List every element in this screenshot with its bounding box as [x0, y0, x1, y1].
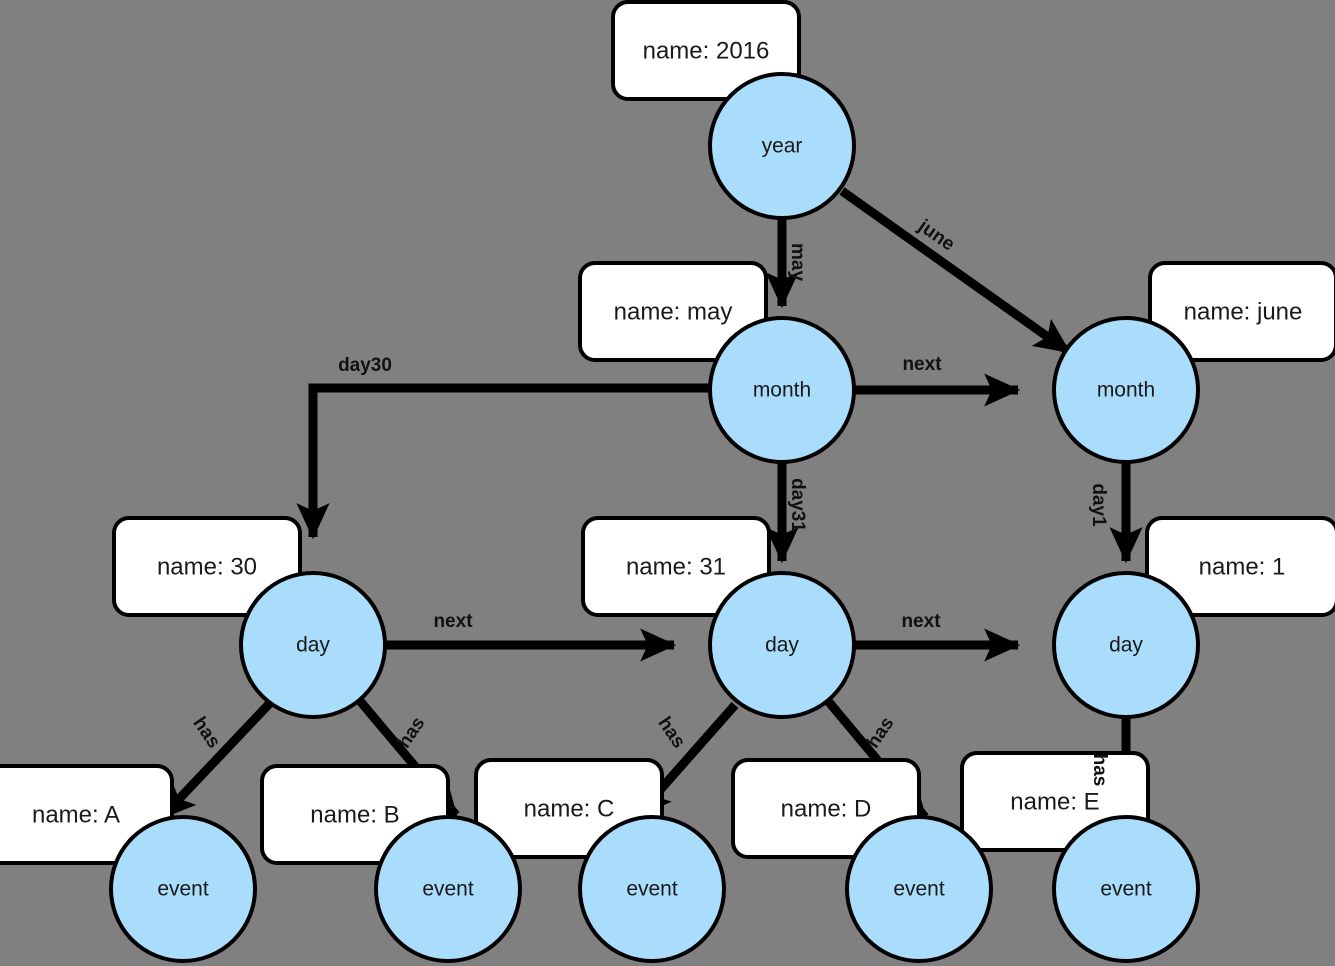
edge-may-day30[interactable] — [296, 383, 710, 540]
property-box-day31[interactable]: name: 31 — [581, 516, 771, 617]
property-box-text: name: 2016 — [643, 37, 770, 64]
node-shape — [1052, 571, 1200, 719]
node-shape — [578, 815, 726, 963]
nodes-layer: year month month day day day — [109, 72, 1200, 963]
node-label: day — [1109, 634, 1143, 657]
property-box-text: name: 30 — [157, 553, 257, 580]
property-box-shape — [581, 516, 771, 617]
edge-label-may: may — [787, 243, 808, 281]
edge-line-day30 — [296, 383, 710, 540]
property-box-text: name: D — [781, 795, 872, 822]
edge-label-next-day30: next — [433, 611, 473, 632]
node-event-d[interactable]: event — [845, 815, 993, 963]
edge-year-june[interactable] — [839, 187, 1072, 356]
node-month-june[interactable]: month — [1052, 316, 1200, 464]
edge-line-has-a — [157, 699, 274, 822]
property-boxes-layer: name: 2016 name: may name: june name: 30… — [0, 0, 1335, 865]
node-label: month — [753, 379, 811, 402]
edge-label-has-a: has — [189, 713, 225, 752]
node-shape — [1052, 316, 1200, 464]
property-box-day30[interactable]: name: 30 — [112, 516, 302, 617]
property-box-monthMay[interactable]: name: may — [578, 261, 768, 362]
property-box-day1[interactable]: name: 1 — [1145, 516, 1335, 617]
node-shape — [845, 815, 993, 963]
node-event-b[interactable]: event — [374, 815, 522, 963]
property-box-shape — [112, 516, 302, 617]
property-box-shape — [578, 261, 768, 362]
node-label: year — [762, 135, 803, 158]
node-shape — [239, 571, 387, 719]
node-day-31[interactable]: day — [708, 571, 856, 719]
property-box-year2016[interactable]: name: 2016 — [611, 0, 801, 101]
edge-label-day1: day1 — [1088, 483, 1109, 527]
node-label: day — [765, 634, 799, 657]
property-box-text: name: B — [310, 801, 399, 828]
node-shape — [708, 72, 856, 220]
node-label: event — [1100, 878, 1152, 901]
edge-line-june — [839, 187, 1072, 356]
edge-label-day31: day31 — [787, 478, 808, 532]
node-day-1[interactable]: day — [1052, 571, 1200, 719]
node-label: month — [1097, 379, 1155, 402]
node-label: event — [893, 878, 945, 901]
node-shape — [109, 815, 257, 963]
node-shape — [1052, 815, 1200, 963]
property-box-shape — [1145, 516, 1335, 617]
node-label: event — [157, 878, 209, 901]
property-box-text: name: C — [524, 795, 615, 822]
node-label: day — [296, 634, 330, 657]
property-box-text: name: E — [1010, 788, 1099, 815]
edge-label-has-e: has — [1089, 754, 1110, 787]
property-box-text: name: may — [614, 298, 733, 325]
edge-label-day30: day30 — [338, 355, 392, 376]
node-shape — [708, 571, 856, 719]
property-box-text: name: A — [32, 801, 120, 828]
node-label: event — [422, 878, 474, 901]
property-box-monthJune[interactable]: name: june — [1148, 261, 1335, 362]
edge-label-has-c: has — [654, 713, 690, 752]
node-label: event — [626, 878, 678, 901]
property-box-text: name: 31 — [626, 553, 726, 580]
edge-label-next-month: next — [902, 354, 942, 375]
node-month-may[interactable]: month — [708, 316, 856, 464]
node-event-a[interactable]: event — [109, 815, 257, 963]
node-shape — [708, 316, 856, 464]
node-shape — [374, 815, 522, 963]
property-box-text: name: june — [1184, 298, 1303, 325]
edge-label-next-day31: next — [901, 611, 941, 632]
property-box-text: name: 1 — [1199, 553, 1286, 580]
node-day-30[interactable]: day — [239, 571, 387, 719]
property-box-shape — [1148, 261, 1335, 362]
edge-day30-has-eventA[interactable] — [157, 699, 274, 822]
node-event-c[interactable]: event — [578, 815, 726, 963]
property-box-shape — [611, 0, 801, 101]
node-year-2016[interactable]: year — [708, 72, 856, 220]
node-event-e[interactable]: event — [1052, 815, 1200, 963]
